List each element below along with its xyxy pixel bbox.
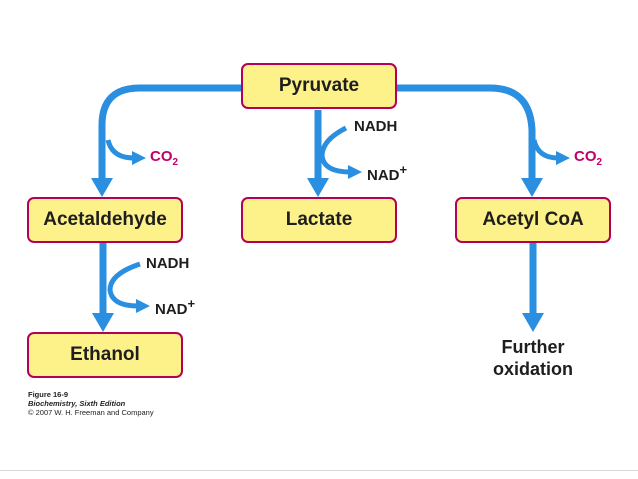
arrowhead-co2-right <box>556 151 570 165</box>
nad-label-ethanol: NAD+ <box>155 296 196 318</box>
figure-caption: Figure 16-9 Biochemistry, Sixth Edition … <box>28 390 154 417</box>
arrowhead-lactate <box>307 178 329 197</box>
arrowhead-nad-ethanol <box>136 299 150 313</box>
co2-label-right: CO2 <box>574 148 603 168</box>
arrowhead-nad-lactate <box>348 165 362 179</box>
node-further-oxidation: Further oxidation <box>468 336 598 380</box>
arrowhead-acetaldehyde <box>91 178 113 197</box>
node-pyruvate: Pyruvate <box>241 63 397 109</box>
nadh-label-lactate: NADH <box>354 118 398 135</box>
footer-divider <box>0 470 638 471</box>
arrowhead-acetylcoa <box>521 178 543 197</box>
node-acetaldehyde: Acetaldehyde <box>27 197 183 243</box>
nadh-label-ethanol: NADH <box>146 255 190 272</box>
arrow-co2-left <box>105 139 135 161</box>
further-line2: oxidation <box>493 359 573 379</box>
arrow-nad-ethanol <box>107 261 141 309</box>
arrow-nad-lactate <box>319 125 351 175</box>
node-acetyl-coa-label: Acetyl CoA <box>482 209 584 230</box>
arrow-pyruvate-to-acetaldehyde <box>98 84 242 180</box>
node-lactate: Lactate <box>241 197 397 243</box>
further-line1: Further <box>501 337 565 357</box>
node-ethanol-label: Ethanol <box>70 344 140 365</box>
node-acetyl-coa: Acetyl CoA <box>455 197 611 243</box>
caption-book: Biochemistry, Sixth Edition <box>28 399 126 408</box>
arrowhead-ethanol <box>92 313 114 332</box>
caption-figure: Figure 16-9 <box>28 390 69 399</box>
node-pyruvate-label: Pyruvate <box>278 75 360 96</box>
arrow-pyruvate-to-acetylcoa <box>396 84 536 180</box>
nad-label-lactate: NAD+ <box>367 162 408 184</box>
node-ethanol: Ethanol <box>27 332 183 378</box>
arrowhead-co2-left <box>132 151 146 165</box>
node-acetaldehyde-label: Acetaldehyde <box>43 209 167 230</box>
caption-copyright: © 2007 W. H. Freeman and Company <box>28 408 154 417</box>
node-lactate-label: Lactate <box>285 209 353 230</box>
arrowhead-oxidation <box>522 313 544 332</box>
arrow-co2-right <box>531 139 559 161</box>
co2-label-left: CO2 <box>150 148 179 168</box>
